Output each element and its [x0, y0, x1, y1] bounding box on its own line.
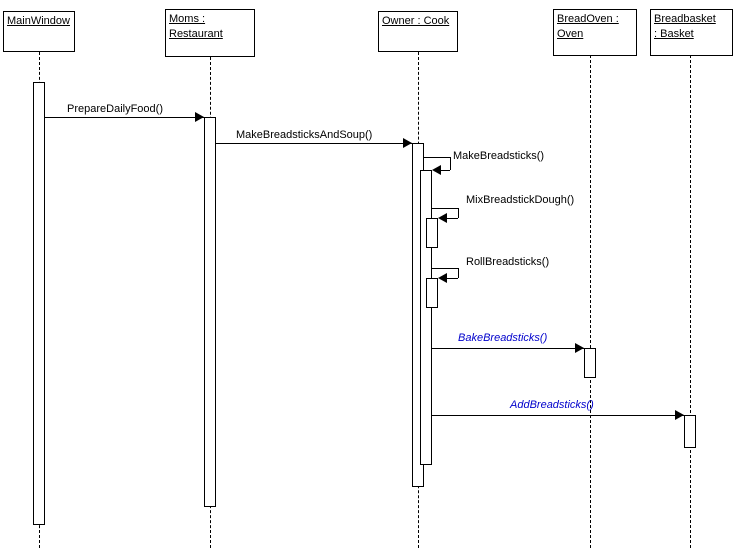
- arrowhead-icon: [432, 165, 441, 175]
- message-line-makebreadsticks[interactable]: [441, 170, 450, 171]
- message-line-addbreadsticks[interactable]: [432, 415, 684, 416]
- message-line-rollbreadsticks[interactable]: [432, 268, 458, 269]
- lifeline-label: Moms :: [169, 13, 206, 25]
- lifeline-head-owner-cook[interactable]: Owner : Cook: [378, 11, 458, 52]
- message-line-rollbreadsticks[interactable]: [447, 278, 458, 279]
- message-line-mixbreadstickdough[interactable]: [447, 218, 458, 219]
- lifeline-head-breadbasket[interactable]: Breadbasket : Basket: [650, 9, 733, 56]
- message-label-makebreadsticks[interactable]: MakeBreadsticks(): [453, 150, 545, 162]
- message-label-mixbreadstickdough[interactable]: MixBreadstickDough(): [466, 194, 575, 206]
- message-line-preparedailyfood[interactable]: [45, 117, 204, 118]
- message-line-rollbreadsticks[interactable]: [458, 268, 459, 278]
- lifeline-head-mainwindow[interactable]: MainWindow: [3, 11, 75, 52]
- lifeline-label: Owner : Cook: [382, 15, 450, 27]
- lifeline-label: Restaurant: [169, 28, 223, 40]
- lifeline-label: : Basket: [654, 28, 694, 40]
- lifeline-head-moms-restaurant[interactable]: Moms : Restaurant: [165, 9, 255, 57]
- message-line-makebreadsticks[interactable]: [424, 157, 450, 158]
- message-label-makebreadsticksandsoup[interactable]: MakeBreadsticksAndSoup(): [236, 129, 373, 141]
- message-line-makebreadsticksandsoup[interactable]: [216, 143, 412, 144]
- activation-breadoven[interactable]: [584, 348, 596, 378]
- activation-owner-mixdough[interactable]: [426, 218, 438, 248]
- arrowhead-icon: [575, 343, 584, 353]
- lifeline-label: BreadOven :: [557, 13, 619, 25]
- message-line-mixbreadstickdough[interactable]: [432, 208, 458, 209]
- activation-owner-rollbreadsticks[interactable]: [426, 278, 438, 308]
- message-label-preparedailyfood[interactable]: PrepareDailyFood(): [67, 103, 163, 115]
- lifeline-head-breadoven[interactable]: BreadOven : Oven: [553, 9, 637, 56]
- message-label-rollbreadsticks[interactable]: RollBreadsticks(): [466, 256, 550, 268]
- lifeline-breadoven[interactable]: [590, 55, 591, 548]
- activation-mainwindow[interactable]: [33, 82, 45, 525]
- message-line-bakebreadsticks[interactable]: [432, 348, 584, 349]
- lifeline-label: Breadbasket: [654, 13, 716, 25]
- arrowhead-icon: [195, 112, 204, 122]
- arrowhead-icon: [438, 273, 447, 283]
- arrowhead-icon: [403, 138, 412, 148]
- message-label-bakebreadsticks[interactable]: BakeBreadsticks(): [458, 332, 548, 344]
- lifeline-label: MainWindow: [7, 15, 70, 27]
- message-label-addbreadsticks[interactable]: AddBreadsticks(): [510, 399, 594, 411]
- lifeline-label: Oven: [557, 28, 584, 40]
- message-line-makebreadsticks[interactable]: [450, 157, 451, 170]
- activation-breadbasket[interactable]: [684, 415, 696, 448]
- lifeline-breadbasket[interactable]: [690, 55, 691, 548]
- arrowhead-icon: [675, 410, 684, 420]
- message-line-mixbreadstickdough[interactable]: [458, 208, 459, 218]
- arrowhead-icon: [438, 213, 447, 223]
- activation-owner-makebreadsticks[interactable]: [420, 170, 432, 465]
- activation-moms-restaurant[interactable]: [204, 117, 216, 507]
